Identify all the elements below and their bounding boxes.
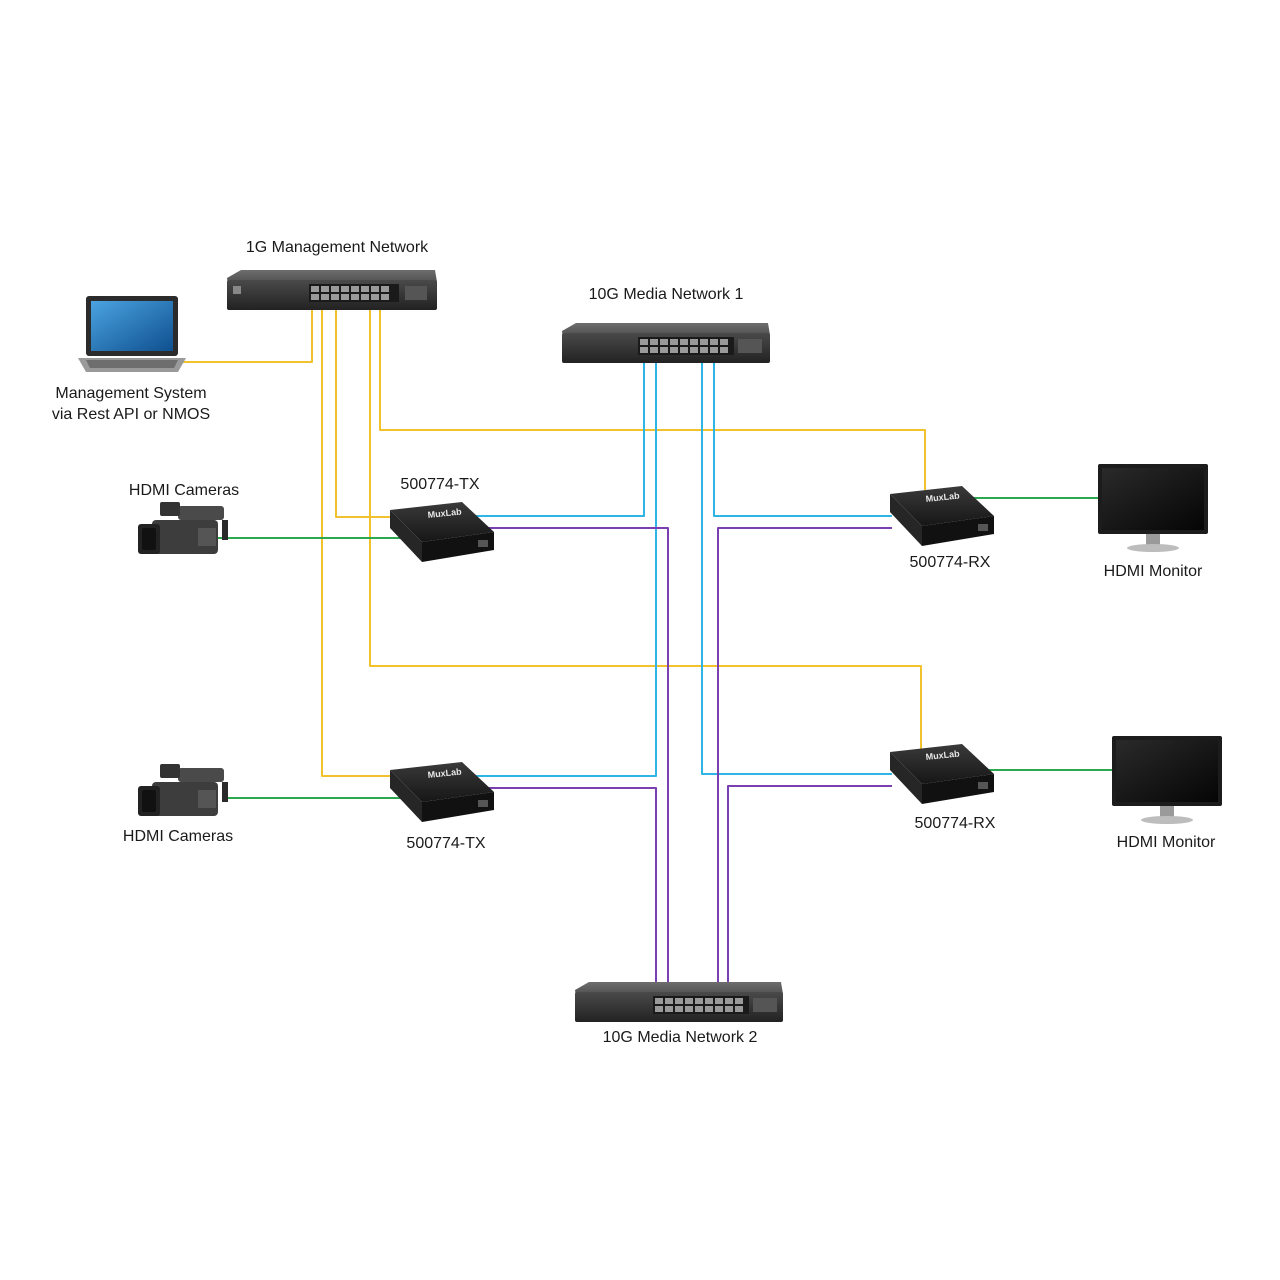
tx-bottom-label: 500774-TX: [406, 835, 486, 852]
device-logo: MuxLab: [925, 748, 960, 762]
video-camera-icon-bottom: [138, 764, 228, 816]
rx-bottom-label: 500774-RX: [914, 815, 996, 832]
rx-top-label: 500774-RX: [909, 554, 991, 571]
mgmt-network-label: 1G Management Network: [245, 239, 429, 256]
management-links: [175, 302, 926, 777]
media2-link-tx-bottom: [470, 787, 657, 992]
media2-link-tx-top: [470, 527, 669, 992]
media2-link-rx-bottom: [727, 785, 892, 992]
monitor-top-label: HDMI Monitor: [1103, 563, 1203, 580]
tx-top-device-icon: MuxLab: [390, 502, 494, 562]
mgmt-switch-icon: [227, 270, 437, 310]
media1-link-rx-bottom: [701, 350, 892, 775]
mgmt-link-tx-bottom: [321, 302, 395, 777]
mgmt-link-tx-top: [335, 302, 395, 518]
laptop-icon: [78, 296, 186, 372]
monitor-icon-top: [1098, 464, 1208, 552]
video-camera-icon-top: [138, 502, 228, 554]
cameras-bottom-label: HDMI Cameras: [122, 828, 234, 845]
device-logo: MuxLab: [925, 490, 960, 504]
media2-link-rx-top: [717, 527, 892, 992]
media-network-2-label: 10G Media Network 2: [602, 1029, 758, 1046]
media1-switch-icon: [562, 323, 770, 363]
media2-switch-icon: [575, 982, 783, 1022]
media-network-2-links: [470, 527, 892, 992]
tx-top-label: 500774-TX: [400, 476, 480, 493]
hdmi-links: [218, 497, 1114, 799]
mgmt-link-rx-top: [379, 302, 926, 490]
media1-link-tx-bottom: [470, 350, 657, 777]
monitor-bottom-label: HDMI Monitor: [1116, 834, 1216, 851]
media-network-1-links: [470, 350, 892, 777]
monitor-icon-bottom: [1112, 736, 1222, 824]
mgmt-link-laptop: [175, 302, 313, 363]
mgmt-link-rx-bottom: [369, 302, 922, 750]
rx-top-device-icon: MuxLab: [890, 486, 994, 546]
device-logo: MuxLab: [427, 766, 462, 780]
tx-bottom-device-icon: MuxLab: [390, 762, 494, 822]
rx-bottom-device-icon: MuxLab: [890, 744, 994, 804]
device-logo: MuxLab: [427, 506, 462, 520]
mgmt-system-label-line2: via Rest API or NMOS: [51, 406, 211, 423]
mgmt-system-label-line1: Management System: [55, 385, 207, 402]
media1-link-rx-top: [713, 350, 892, 517]
media1-link-tx-top: [470, 350, 645, 517]
cameras-top-label: HDMI Cameras: [128, 482, 240, 499]
media-network-1-label: 10G Media Network 1: [588, 286, 744, 303]
